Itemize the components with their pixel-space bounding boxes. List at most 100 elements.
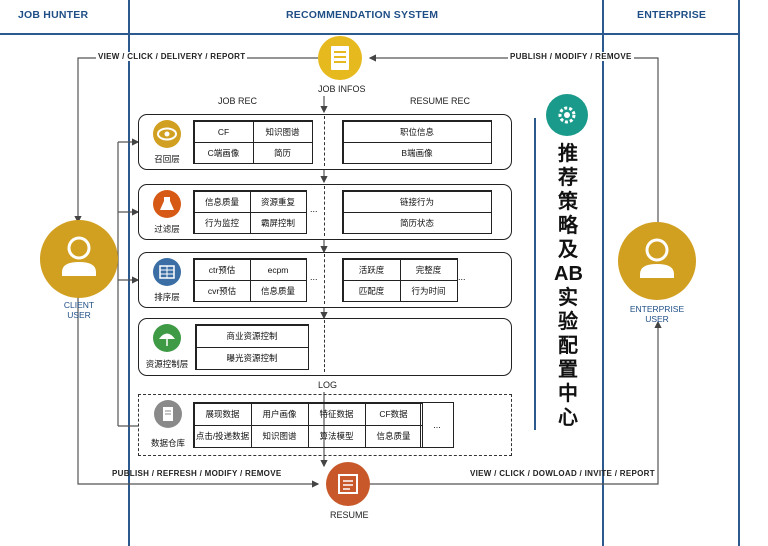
flow-label-top-right: PUBLISH / MODIFY / REMOVE (508, 52, 634, 61)
ab-char: 实 (558, 287, 578, 309)
grid-cell: 简历状态 (342, 211, 492, 234)
log-label: LOG (316, 380, 340, 390)
rank-resume-grid: 活跃度 完整度 匹配度 行为时间 (342, 258, 458, 302)
warehouse-grid: 展现数据 用户画像 特征数据 CF数据 点击/投递数据 知识图谱 算法模型 信息… (193, 402, 423, 448)
header-underline-left (0, 33, 128, 35)
resume-rec-title: RESUME REC (410, 96, 471, 106)
header-recommendation-system: RECOMMENDATION SYSTEM (286, 9, 439, 21)
grid-cell: B端画像 (342, 141, 492, 164)
resume-node (326, 462, 370, 506)
ab-gear-node (546, 94, 588, 136)
left-column-divider (128, 0, 130, 546)
job-infos-label: JOB INFOS (318, 84, 366, 94)
rank-job-grid: ctr预估 ecpm cvr预估 信息质量 (193, 258, 307, 302)
layer-divider (324, 186, 325, 236)
ab-char: 策 (558, 191, 578, 213)
grid-cell: 资源重复 (249, 190, 307, 213)
grid-cell: CF (193, 120, 254, 143)
header-underline-right (604, 33, 738, 35)
ab-char: 及 (558, 239, 578, 261)
resource-control-layer-label: 资源控制层 (145, 359, 189, 369)
grid-cell: 商业资源控制 (195, 324, 309, 348)
ab-center-divider (534, 118, 536, 430)
rank-layer-label: 排序层 (154, 292, 180, 302)
grid-cell: 点击/投递数据 (193, 424, 252, 448)
flow-label-bottom-left: PUBLISH / REFRESH / MODIFY / REMOVE (112, 469, 282, 478)
grid-cell: 算法模型 (307, 424, 366, 448)
user-icon (640, 238, 674, 278)
grid-cell: C端画像 (193, 141, 254, 164)
recall-resume-grid: 职位信息 B端画像 (342, 120, 492, 164)
resume-node-label: RESUME (330, 510, 369, 520)
grid-cell: cvr预估 (193, 279, 251, 302)
grid-cell: 知识图谱 (250, 424, 309, 448)
job-infos-node (318, 36, 362, 80)
header-enterprise: ENTERPRISE (637, 9, 707, 21)
grid-cell: 知识图谱 (252, 120, 313, 143)
table-icon (153, 258, 181, 286)
ab-char: 置 (558, 359, 578, 381)
grid-cell: 展现数据 (193, 402, 252, 426)
layer-divider (324, 320, 325, 372)
flow-label-top-left: VIEW / CLICK / DELIVERY / REPORT (96, 52, 248, 61)
right-column-divider (602, 0, 604, 546)
grid-cell: 信息质量 (249, 279, 307, 302)
data-warehouse-layer (138, 394, 512, 456)
data-warehouse-label: 数据仓库 (150, 438, 185, 448)
umbrella-icon (153, 324, 181, 352)
filter-layer-label: 过滤层 (154, 224, 180, 234)
user-icon (62, 236, 96, 276)
resume-document-icon (338, 474, 358, 494)
enterprise-user-label-1: ENTERPRISE (629, 304, 685, 314)
grid-cell: CF数据 (364, 402, 423, 426)
recall-job-grid: CF 知识图谱 C端画像 简历 (193, 120, 313, 164)
ab-char: 配 (558, 335, 578, 357)
grid-cell: 职位信息 (342, 120, 492, 143)
flow-label-bottom-right: VIEW / CLICK / DOWLOAD / INVITE / REPORT (470, 469, 655, 478)
ellipsis: ... (310, 272, 318, 282)
document-icon (154, 400, 182, 428)
ellipsis: ... (310, 204, 318, 214)
ellipsis: ... (458, 272, 466, 282)
header-job-hunter: JOB HUNTER (18, 9, 89, 21)
grid-cell: 活跃度 (342, 258, 401, 281)
layer-divider (324, 254, 325, 304)
grid-cell: 信息质量 (193, 190, 251, 213)
resource-job-grid: 商业资源控制 曝光资源控制 (195, 324, 309, 370)
grid-cell: 行为时间 (399, 279, 458, 302)
filter-job-grid: 信息质量 资源重复 行为监控 霸屏控制 (193, 190, 307, 234)
ab-char: 荐 (558, 167, 578, 189)
client-user-label-1: CLIENT (63, 300, 95, 310)
ab-char: 验 (558, 311, 578, 333)
eye-icon (153, 120, 181, 148)
grid-cell: 链接行为 (342, 190, 492, 213)
ab-char: 推 (558, 143, 578, 165)
grid-cell: 霸屏控制 (249, 211, 307, 234)
grid-cell: 信息质量 (364, 424, 423, 448)
grid-cell: 行为监控 (193, 211, 251, 234)
client-user-avatar (40, 220, 118, 298)
ab-char: 略 (558, 215, 578, 237)
job-rec-title: JOB REC (218, 96, 258, 106)
filter-resume-grid: 链接行为 简历状态 (342, 190, 492, 234)
enterprise-user-label-2: USER (645, 314, 669, 324)
grid-cell: 用户画像 (250, 402, 309, 426)
ab-char: AB (554, 263, 583, 285)
gear-icon (558, 106, 576, 124)
header-underline-center (130, 33, 602, 35)
enterprise-user-avatar (618, 222, 696, 300)
client-user-label-2: USER (67, 310, 91, 320)
grid-cell: ctr预估 (193, 258, 251, 281)
flask-icon (153, 190, 181, 218)
grid-cell: 简历 (252, 141, 313, 164)
grid-cell: 完整度 (399, 258, 458, 281)
grid-cell: 曝光资源控制 (195, 346, 309, 370)
ab-char: 心 (558, 407, 578, 429)
server-icon (331, 46, 349, 70)
ab-center-title: 推 荐 策 略 及 AB 实 验 配 置 中 心 (554, 142, 583, 430)
warehouse-more-cell: ... (420, 402, 454, 448)
ellipsis: ... (433, 420, 441, 430)
grid-cell: 特征数据 (307, 402, 366, 426)
recall-layer-label: 召回层 (154, 154, 180, 164)
layer-divider (324, 116, 325, 166)
